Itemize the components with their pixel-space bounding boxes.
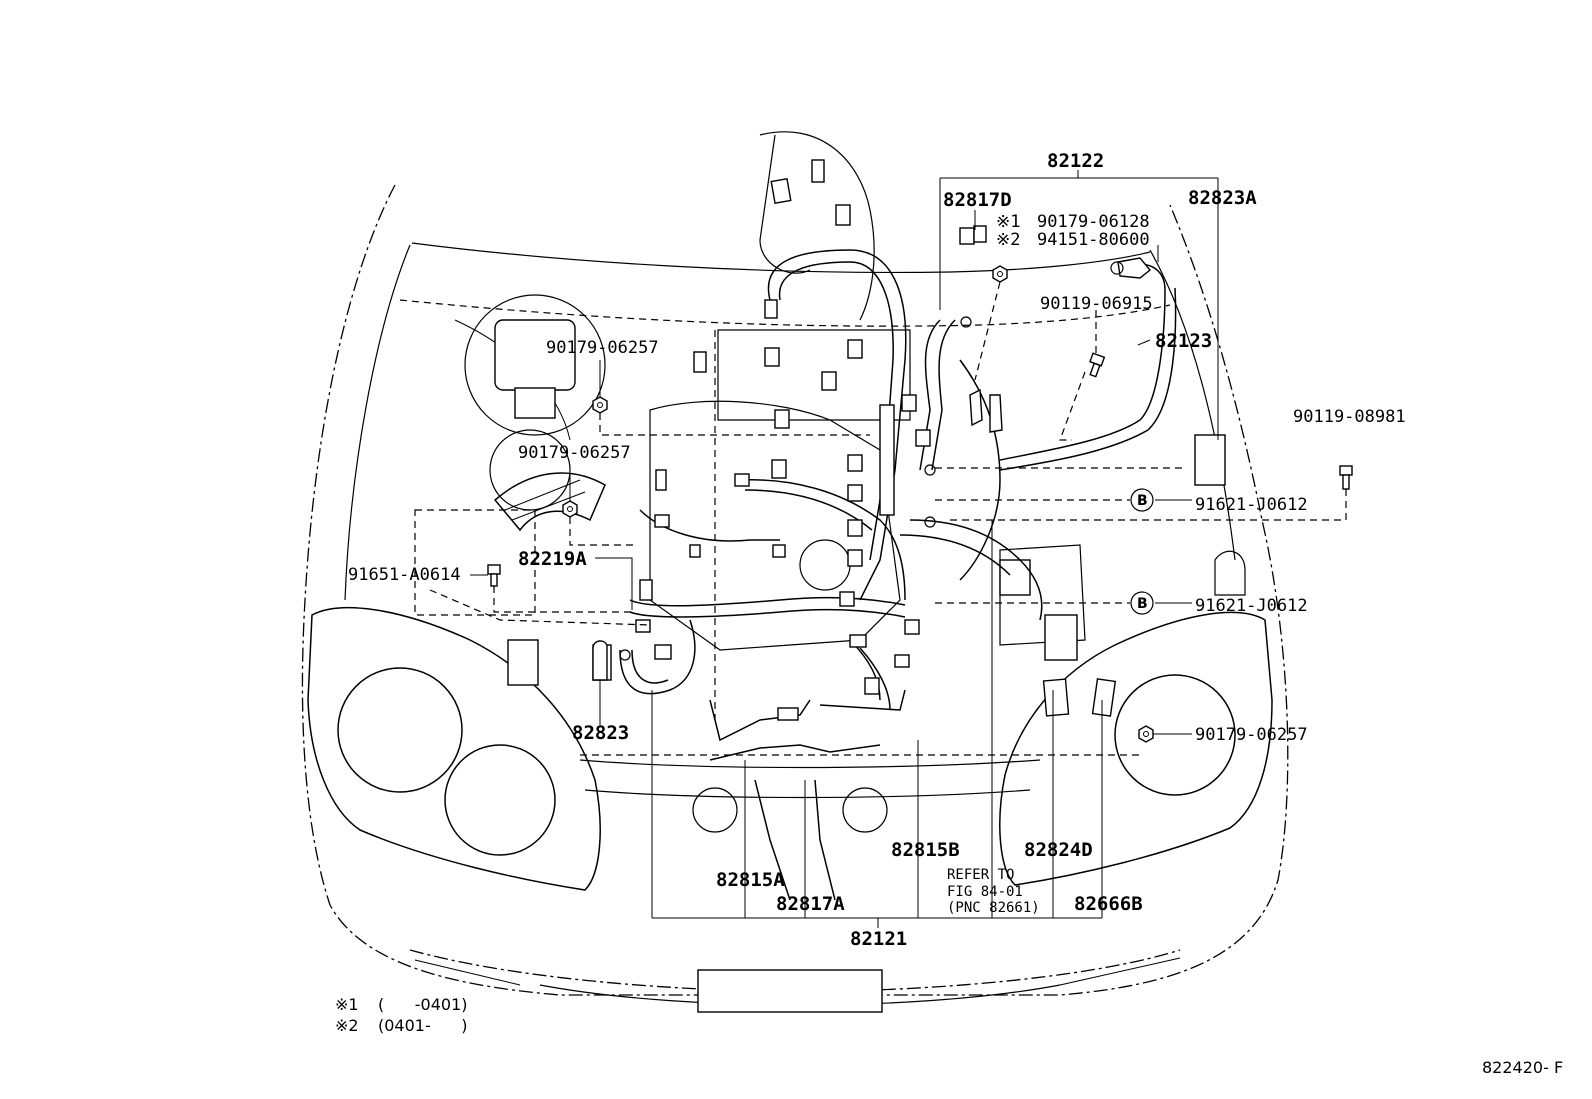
label-82815B: 82815B <box>891 839 960 861</box>
label-82122: 82122 <box>1047 150 1104 172</box>
label-82824D: 82824D <box>1024 839 1093 861</box>
nut-icon <box>992 265 1008 283</box>
label-90179-06257-right: 90179-06257 <box>1195 725 1308 745</box>
label-82121: 82121 <box>850 928 907 950</box>
label-82817A: 82817A <box>776 893 845 915</box>
headlight-right <box>999 611 1273 886</box>
leader-lines <box>429 170 1347 928</box>
label-82666B: 82666B <box>1074 893 1143 915</box>
nut-icon <box>1138 725 1154 743</box>
circle-b-marker: B <box>1130 488 1154 512</box>
part-labels: 82122 82817D 82823A ※1 90179-06128 ※2 94… <box>348 150 1406 950</box>
svg-text:B: B <box>1137 493 1148 509</box>
svg-text:(PNC 82661): (PNC 82661) <box>947 900 1040 916</box>
svg-text:REFER TO: REFER TO <box>947 867 1014 883</box>
headlight-left <box>307 607 601 891</box>
bolt-icon <box>1339 465 1353 490</box>
label-90119-08981: 90119-08981 <box>1293 407 1406 427</box>
label-82815A: 82815A <box>716 869 785 891</box>
bolt-icon <box>487 564 501 587</box>
license-plate <box>697 969 883 1013</box>
nut-icon <box>592 396 608 414</box>
bolt-icon <box>1089 352 1106 378</box>
nut-icon <box>562 500 578 518</box>
label-82823A: 82823A <box>1188 187 1257 209</box>
footnote-2-mark: ※2 <box>335 1016 359 1035</box>
footnote-1-mark: ※1 <box>335 995 359 1014</box>
label-91651-A0614: 91651-A0614 <box>348 565 461 585</box>
label-note2-mark: ※2 <box>996 230 1020 250</box>
svg-text:FIG 84-01: FIG 84-01 <box>947 884 1023 900</box>
label-91621-J0612-lower: 91621-J0612 <box>1195 596 1308 616</box>
circle-b-marker: B <box>1130 591 1154 615</box>
label-82823: 82823 <box>572 722 629 744</box>
label-82817D: 82817D <box>943 189 1012 211</box>
label-90179-06128: 90179-06128 <box>1037 212 1150 232</box>
label-82219A: 82219A <box>518 548 587 570</box>
label-note1-mark: ※1 <box>996 212 1020 232</box>
label-94151-80600: 94151-80600 <box>1037 230 1150 250</box>
wiring-harness <box>592 159 1177 761</box>
footnote-1-range: ( -0401) <box>378 995 468 1014</box>
label-82123: 82123 <box>1155 330 1212 352</box>
vehicle-body-outline <box>301 184 1289 1013</box>
footnotes: ※1 ( -0401) ※2 (0401- ) <box>335 995 468 1035</box>
footnote-2-range: (0401- ) <box>378 1016 468 1035</box>
refer-to-note: REFER TO FIG 84-01 (PNC 82661) <box>947 867 1040 916</box>
label-90179-06257-top: 90179-06257 <box>546 338 659 358</box>
label-91621-J0612-upper: 91621-J0612 <box>1195 495 1308 515</box>
svg-text:B: B <box>1137 596 1148 612</box>
label-90119-06915: 90119-06915 <box>1040 294 1153 314</box>
label-90179-06257-mid: 90179-06257 <box>518 443 631 463</box>
figure-id: 822420- F <box>1482 1058 1563 1077</box>
